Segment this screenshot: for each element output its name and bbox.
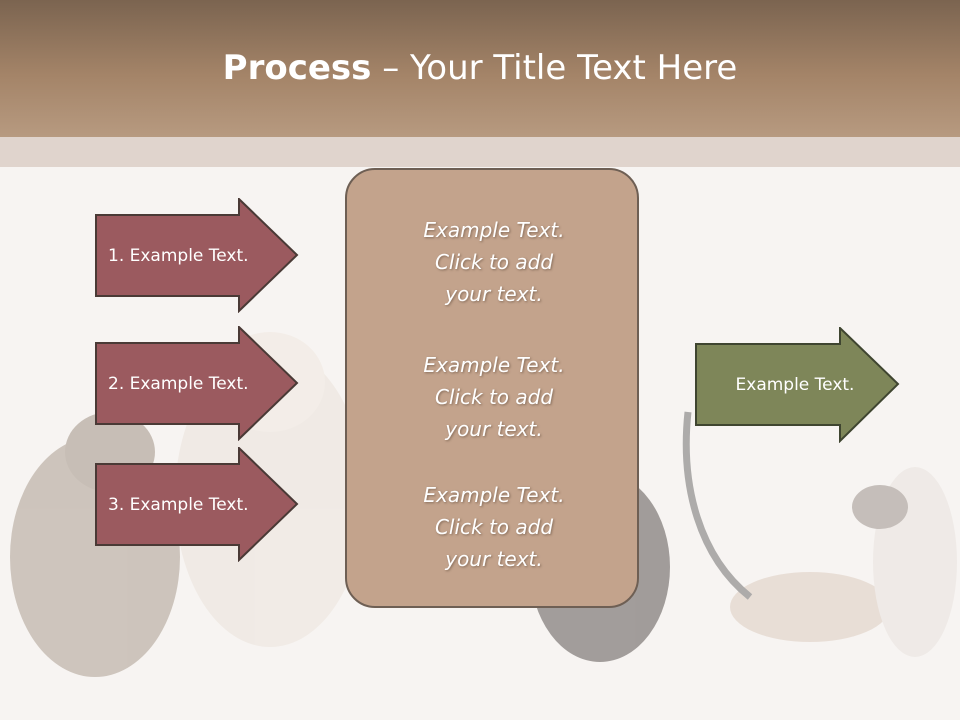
arrow-1-shape bbox=[95, 198, 299, 313]
panel-text-block-1: Example Text. Click to add your text. bbox=[347, 214, 641, 310]
step-3-label: 3. Example Text. bbox=[108, 494, 249, 515]
rat-shape bbox=[873, 467, 957, 657]
step-1-label: 1. Example Text. bbox=[108, 245, 249, 266]
slide-title[interactable]: Process – Your Title Text Here bbox=[0, 48, 960, 88]
panel-3-line-2: Click to add bbox=[434, 515, 554, 539]
center-text-panel[interactable]: Example Text. Click to add your text. Ex… bbox=[345, 168, 639, 608]
step-3-arrow[interactable]: 3. Example Text. bbox=[95, 447, 299, 562]
result-arrow-label: Example Text. bbox=[735, 375, 855, 395]
step-1-arrow[interactable]: 1. Example Text. bbox=[95, 198, 299, 313]
panel-1-line-2: Click to add bbox=[434, 250, 554, 274]
panel-text-block-2: Example Text. Click to add your text. bbox=[347, 349, 641, 445]
panel-2-line-1: Example Text. bbox=[423, 353, 565, 377]
rat-head-shape bbox=[852, 485, 908, 529]
result-arrow-shape bbox=[695, 327, 900, 443]
panel-1-line-1: Example Text. bbox=[423, 218, 565, 242]
step-2-label: 2. Example Text. bbox=[108, 373, 249, 394]
vet-shape bbox=[730, 572, 890, 642]
arrow-3-shape bbox=[95, 447, 299, 562]
panel-2-line-3: your text. bbox=[445, 417, 543, 441]
title-dash: – bbox=[371, 48, 411, 88]
panel-3-line-3: your text. bbox=[445, 547, 543, 571]
stethoscope-shape bbox=[682, 411, 753, 600]
title-text: Your Title Text Here bbox=[410, 48, 738, 88]
title-bold-word: Process bbox=[222, 48, 372, 88]
panel-1-line-3: your text. bbox=[445, 282, 543, 306]
step-2-arrow[interactable]: 2. Example Text. bbox=[95, 326, 299, 441]
panel-3-line-1: Example Text. bbox=[423, 483, 565, 507]
result-arrow[interactable]: Example Text. bbox=[695, 327, 900, 443]
panel-text-block-3: Example Text. Click to add your text. bbox=[347, 479, 641, 575]
title-header-bar bbox=[0, 0, 960, 137]
header-accent-band bbox=[0, 137, 960, 167]
arrow-2-shape bbox=[95, 326, 299, 441]
panel-2-line-2: Click to add bbox=[434, 385, 554, 409]
